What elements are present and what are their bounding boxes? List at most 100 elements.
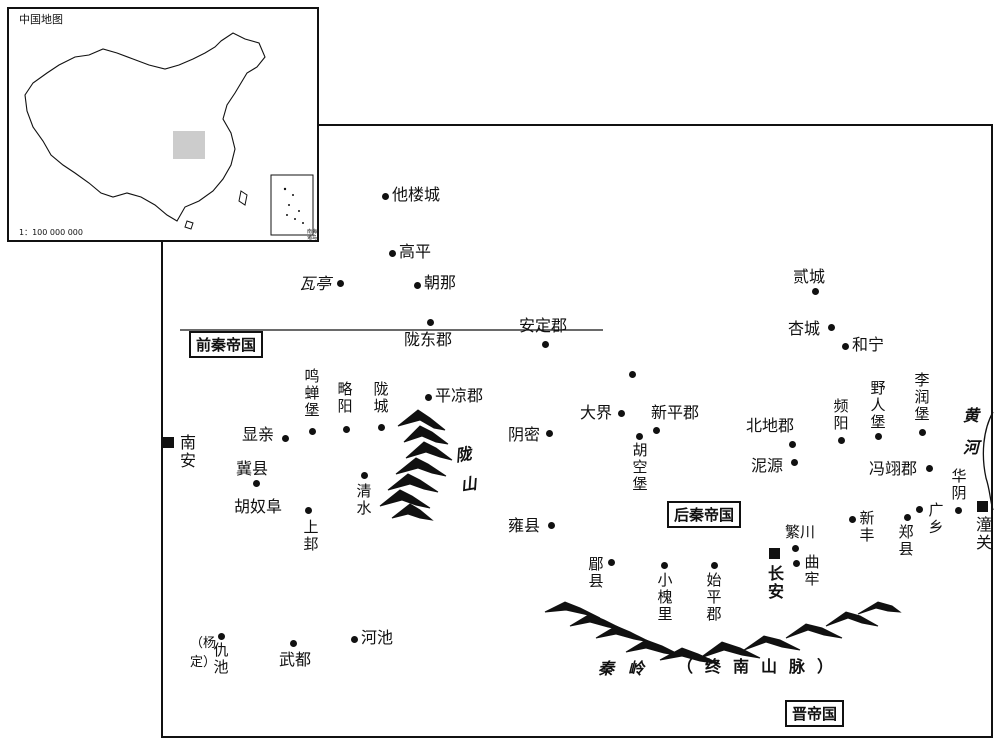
tongguan-marker [977, 501, 988, 512]
lveyang-dot [343, 426, 350, 433]
xingcheng-label: 杏城 [788, 319, 821, 338]
qingshui-label: 清水 [356, 482, 372, 517]
hukongbao-dot [636, 433, 643, 440]
qiuchi-dot [218, 633, 225, 640]
lveyang-label: 略阳 [337, 380, 353, 415]
hukongbao-label: 胡空堡 [632, 441, 648, 493]
qinling-label: 秦岭 [598, 659, 659, 678]
fengyijun-dot [926, 465, 933, 472]
wating-dot [337, 280, 344, 287]
jixian-label: 冀县 [236, 459, 269, 478]
chang-an-marker [769, 548, 780, 559]
lirunbao-label: 李润堡 [914, 371, 930, 423]
yongxian-label: 雍县 [508, 516, 541, 535]
hunufu-label: 胡奴阜 [234, 497, 283, 516]
xinfeng-dot [849, 516, 856, 523]
yerenbao-dot [875, 433, 882, 440]
wudu-dot [290, 640, 297, 647]
study-area-highlight [173, 131, 205, 159]
fanchuan-label: 繁川 [785, 523, 816, 541]
dajie-label: 大界 [580, 403, 613, 422]
yinmi-label: 阴密 [508, 425, 541, 444]
xianqin-label: 显亲 [242, 425, 275, 444]
longcheng-dot [378, 424, 385, 431]
pingliangjun-dot [425, 394, 432, 401]
beidijun-dot [789, 441, 796, 448]
niyuan-dot [791, 459, 798, 466]
guangxiang-label: 广乡 [928, 501, 944, 536]
andingjun-label: 安定郡 [519, 316, 568, 335]
china-inset-map: 中国地图 1：100 000 000 南海诸岛 [7, 7, 319, 242]
jixian-dot [253, 480, 260, 487]
nan-an-marker [163, 437, 174, 448]
guangxiang-dot [916, 506, 923, 513]
hechi-label: 河池 [361, 628, 394, 647]
yerenbao-label: 野人堡 [870, 379, 886, 431]
south-china-sea-box [270, 174, 314, 236]
shanggui-label: 上邽 [303, 518, 319, 553]
beidijun-label: 北地郡 [746, 416, 795, 435]
huayin-dot [955, 507, 962, 514]
ercheng-dot [812, 288, 819, 295]
meixian-label: 郿县 [588, 555, 604, 590]
qingshui-dot [361, 472, 368, 479]
chang-an-label: 长安 [767, 564, 784, 601]
china-outline [24, 32, 314, 236]
ercheng-label: 贰城 [793, 267, 826, 286]
gaoping-label: 高平 [399, 242, 432, 261]
xinfeng-label: 新丰 [859, 509, 875, 544]
yinmi-dot [546, 430, 553, 437]
zhengxian-dot [904, 514, 911, 521]
yellow-river [982, 411, 994, 511]
fanchuan-dot [792, 545, 799, 552]
qulao-dot [793, 560, 800, 567]
mingchanbao-dot [309, 428, 316, 435]
xiaohuaili-label: 小槐里 [657, 571, 673, 623]
inset-title: 中国地图 [19, 13, 63, 26]
xinpingjun-label: 新平郡 [651, 403, 700, 422]
small-dot-1 [629, 371, 636, 378]
longdongjun-label: 陇东郡 [404, 330, 453, 349]
shipingjun-label: 始平郡 [706, 571, 722, 623]
hechi-dot [351, 636, 358, 643]
pingliangjun-label: 平凉郡 [435, 386, 484, 405]
chaona-label: 朝那 [424, 273, 457, 292]
chaona-dot [414, 282, 421, 289]
andingjun-dot [542, 341, 549, 348]
hening-label: 和宁 [852, 335, 885, 354]
qulao-label: 曲牢 [804, 553, 820, 588]
yellow-river-label: 黄河 [962, 406, 979, 457]
longdongjun-dot [427, 319, 434, 326]
qinling-range [544, 601, 902, 665]
longcheng-label: 陇城 [373, 380, 389, 415]
mingchanbao-label: 鸣蝉堡 [304, 367, 320, 419]
pinyang-dot [838, 437, 845, 444]
shipingjun-dot [711, 562, 718, 569]
xiaohuaili-dot [661, 562, 668, 569]
wudu-label: 武都 [279, 650, 312, 669]
xinpingjun-dot [653, 427, 660, 434]
zhengxian-label: 郑县 [898, 523, 914, 558]
hou-qin-empire-label: 后秦帝国 [667, 501, 742, 528]
meixian-dot [608, 559, 615, 566]
qian-qin-empire-label: 前秦帝国 [189, 331, 264, 358]
south-china-sea-label: 南海诸岛 [307, 229, 318, 241]
longshan-range [379, 409, 453, 521]
tuoloucheng-label: 他楼城 [392, 185, 441, 204]
inset-scale: 1：100 000 000 [19, 228, 83, 237]
tongguan-label: 潼关 [975, 515, 992, 552]
niyuan-label: 泥源 [751, 456, 784, 475]
pinyang-label: 频阳 [833, 397, 849, 432]
fengyijun-label: 冯翊郡 [869, 459, 918, 478]
qiuchi-label: 仇池 [213, 641, 229, 676]
hunufu-dot [305, 507, 312, 514]
lirunbao-dot [919, 429, 926, 436]
yongxian-dot [548, 522, 555, 529]
xingcheng-dot [828, 324, 835, 331]
huayin-label: 华阴 [951, 467, 967, 502]
xianqin-dot [282, 435, 289, 442]
zhongnan-label: （终南山脉） [677, 657, 846, 676]
wating-label: 瓦亭 [299, 274, 332, 293]
nan-an-label: 南安 [179, 433, 196, 470]
